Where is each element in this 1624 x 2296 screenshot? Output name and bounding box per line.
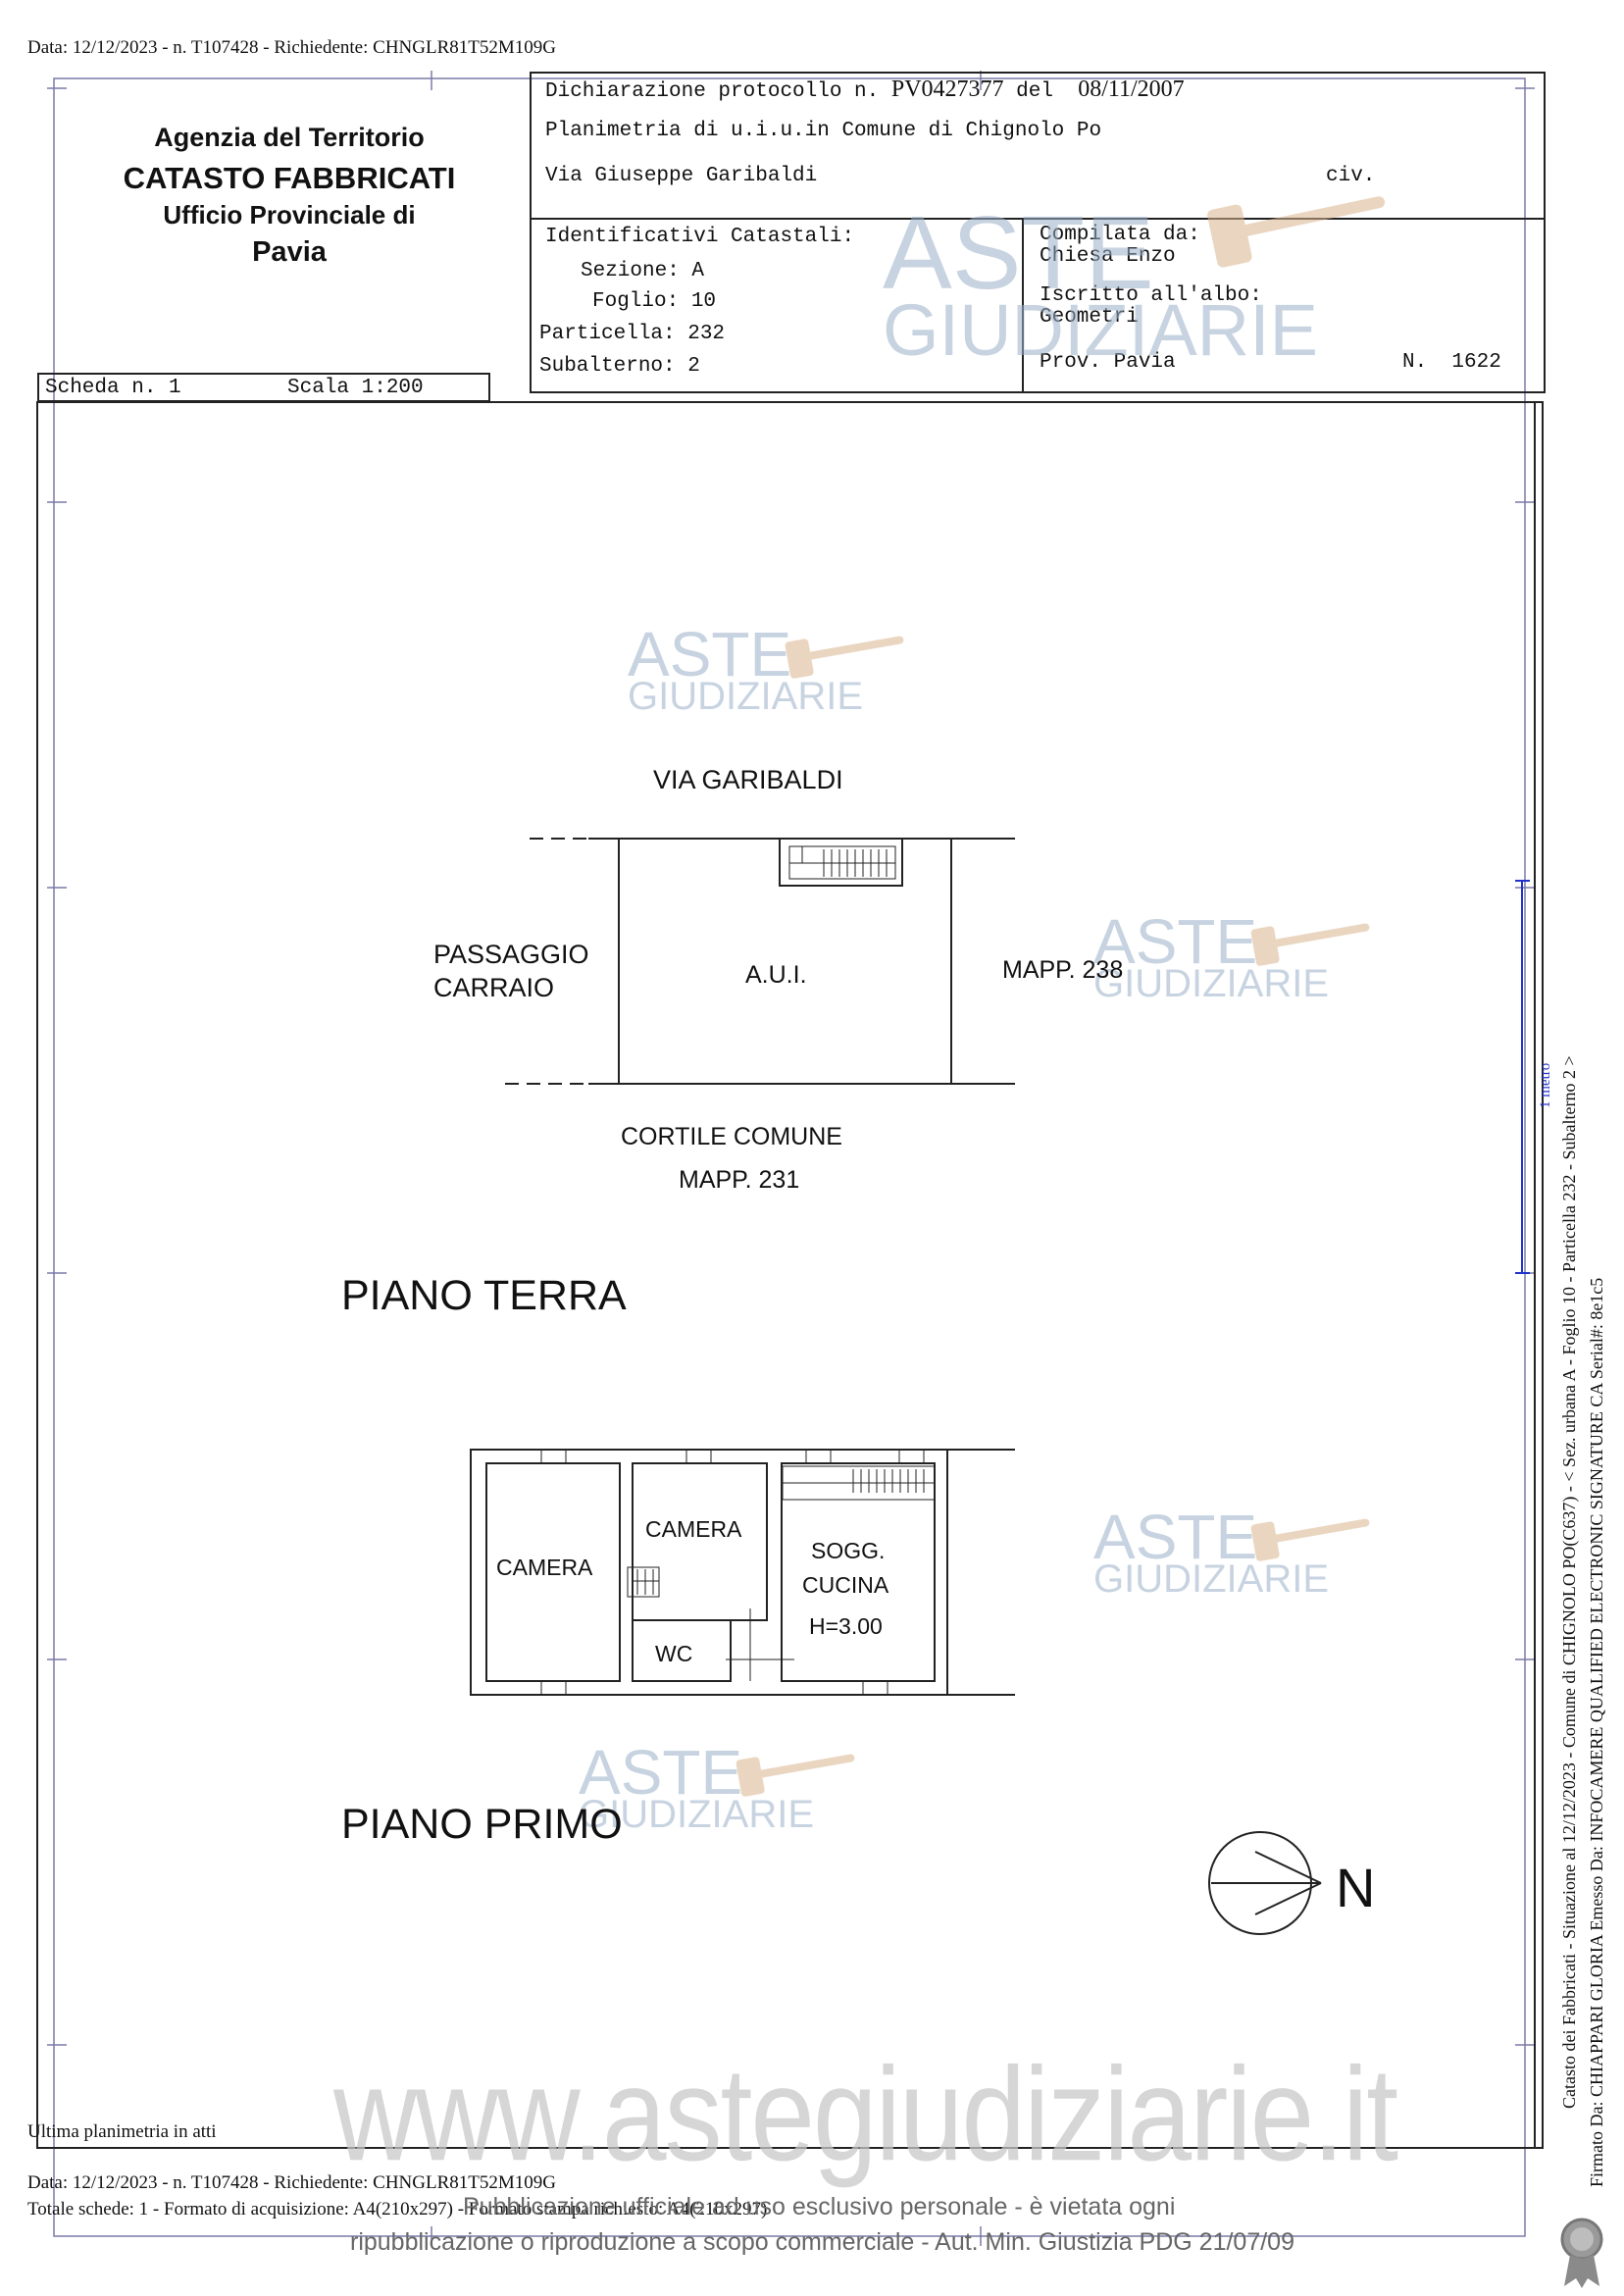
room-camera-2: CAMERA	[645, 1516, 742, 1542]
publication-notice-1: Pubblicazione ufficiale ad uso esclusivo…	[463, 2193, 1176, 2220]
watermark-url: www.astegiudiziarie.it	[333, 2040, 1398, 2190]
watermark-giudiziarie: GIUDIZIARIE	[579, 1793, 815, 1836]
side-cadastre-info: Catasto dei Fabbricati - Situazione al 1…	[1559, 1055, 1579, 2109]
office-city: Pavia	[252, 236, 327, 268]
registration-number: N. 1622	[1402, 351, 1501, 374]
last-planimetry-note: Ultima planimetria in atti	[27, 2121, 217, 2142]
north-arrow-icon	[1208, 1831, 1322, 1935]
watermark-aste: ASTE	[579, 1737, 743, 1808]
protocol-line: Dichiarazione protocollo n. PV0427377 de…	[545, 77, 1185, 103]
compiled-name: Chiesa Enzo	[1040, 245, 1176, 268]
passage-label-1: PASSAGGIO	[433, 940, 589, 969]
mapp-238-label: MAPP. 238	[1002, 956, 1124, 984]
watermark-giudiziarie: GIUDIZIARIE	[1093, 962, 1330, 1005]
declaration-box	[530, 72, 1546, 393]
agency-name: Agenzia del Territorio	[154, 123, 425, 152]
watermark-aste: ASTE	[883, 195, 1154, 311]
watermark-giudiziarie: GIUDIZIARIE	[1093, 1557, 1330, 1601]
watermark-giudiziarie: GIUDIZIARIE	[628, 675, 864, 718]
room-camera-1: CAMERA	[496, 1555, 593, 1580]
bottom-request-info: Data: 12/12/2023 - n. T107428 - Richiede…	[27, 2172, 556, 2193]
scheda-scale: Scala 1:200	[287, 377, 424, 399]
identifiers-title: Identificativi Catastali:	[545, 226, 855, 248]
office-block: Agenzia del Territorio CATASTO FABBRICAT…	[59, 123, 520, 269]
watermark-giudiziarie: GIUDIZIARIE	[883, 289, 1319, 371]
room-height: H=3.00	[809, 1613, 883, 1639]
scheda-box	[37, 373, 490, 402]
civ-label: civ.	[1326, 165, 1376, 187]
sezione: Sezione: A	[581, 260, 705, 282]
watermark-aste: ASTE	[1093, 1502, 1258, 1572]
top-request-info: Data: 12/12/2023 - n. T107428 - Richiede…	[27, 37, 556, 58]
particella: Particella: 232	[539, 323, 726, 345]
scale-marker-label: 1 metro	[1538, 1062, 1553, 1108]
publication-notice-2: ripubblicazione o riproduzione a scopo c…	[350, 2228, 1294, 2256]
room-cucina: CUCINA	[802, 1572, 889, 1598]
street-label: VIA GARIBALDI	[653, 765, 843, 794]
foglio: Foglio: 10	[592, 290, 717, 313]
albo-label: Iscritto all'albo:	[1040, 284, 1262, 307]
courtyard-label: CORTILE COMUNE	[621, 1123, 842, 1150]
aui-label: A.U.I.	[745, 961, 807, 989]
catasto-title: CATASTO FABBRICATI	[123, 161, 456, 195]
office-subtitle: Ufficio Provinciale di	[163, 200, 416, 230]
north-label: N	[1336, 1857, 1376, 1918]
scheda-number: Scheda n. 1	[45, 377, 181, 399]
subalterno: Subalterno: 2	[539, 355, 700, 378]
street-line: Via Giuseppe Garibaldi	[545, 165, 818, 187]
room-wc: WC	[655, 1641, 693, 1666]
ground-floor-title: PIANO TERRA	[341, 1272, 627, 1319]
acquisition-format: Totale schede: 1 - Formato di acquisizio…	[27, 2199, 768, 2219]
passage-label-2: CARRAIO	[433, 973, 555, 1002]
first-floor-title: PIANO PRIMO	[341, 1801, 623, 1848]
province: Prov. Pavia	[1040, 351, 1176, 374]
room-sogg: SOGG.	[811, 1538, 886, 1563]
watermark-aste: ASTE	[628, 619, 792, 689]
seal-icon	[1560, 2218, 1603, 2288]
watermark-aste: ASTE	[1093, 906, 1258, 977]
planimetry-line: Planimetria di u.i.u.in Comune di Chigno…	[545, 120, 1102, 142]
compiled-label: Compilata da:	[1040, 224, 1200, 246]
side-signature-info: Firmato Da: CHIAPPARI GLORIA Emesso Da: …	[1587, 1277, 1606, 2187]
mapp-231-label: MAPP. 231	[679, 1166, 800, 1194]
albo-value: Geometri	[1040, 306, 1139, 329]
